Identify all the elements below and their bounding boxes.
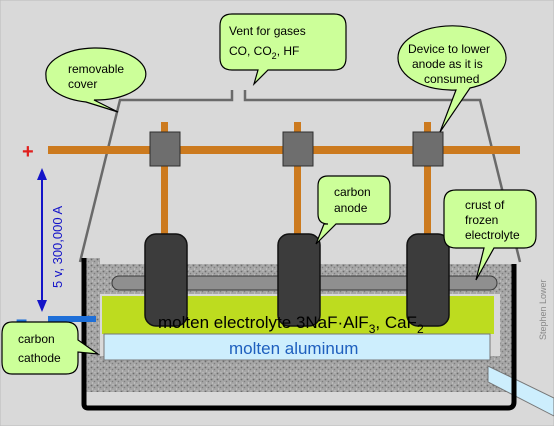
carbon-anode-block xyxy=(277,233,321,327)
electrolyte-label: molten electrolyte 3NaF·AlF3, CaF2 xyxy=(158,313,424,336)
device-line2: anode as it is xyxy=(412,57,483,71)
minus-sign: – xyxy=(16,309,27,331)
crust-line2: frozen xyxy=(465,213,498,227)
device-callout xyxy=(397,25,507,133)
crust-callout xyxy=(443,189,537,281)
removable-cover xyxy=(78,90,234,263)
carbon-cathode-line2: cathode xyxy=(18,351,61,365)
anode-rod xyxy=(424,122,431,240)
removable-cover-right xyxy=(243,90,522,263)
anode-rod xyxy=(161,122,168,240)
crust-line1: crust of xyxy=(465,198,505,212)
carbon-anode-line1: carbon xyxy=(334,185,371,199)
device-line1: Device to lower xyxy=(408,42,490,56)
lowering-clamp xyxy=(412,131,444,167)
lowering-clamp xyxy=(149,131,181,167)
removable-cover-callout xyxy=(45,47,147,113)
molten-aluminum xyxy=(103,333,491,361)
aluminum-label: molten aluminum xyxy=(229,339,358,358)
voltage-arrow-head-up xyxy=(37,168,47,180)
anode-rod xyxy=(294,122,301,240)
voltage-arrow-head-down xyxy=(37,300,47,312)
removable-cover-line1: removable xyxy=(68,62,124,76)
carbon-anode-line2: anode xyxy=(334,201,368,215)
crust-line3: electrolyte xyxy=(465,228,520,242)
cathode-lead xyxy=(48,316,96,322)
cell-shell xyxy=(81,258,517,411)
device-line3: consumed xyxy=(424,72,479,86)
carbon-anode-block xyxy=(406,233,450,327)
voltage-label: 5 v, 300,000 A xyxy=(50,206,65,288)
vent-callout-line1: Vent for gases xyxy=(229,24,306,38)
credit-text: Stephen Lower xyxy=(538,279,548,340)
carbon-cathode-callout xyxy=(1,321,101,375)
removable-cover-line2: cover xyxy=(68,77,97,91)
tap-spout xyxy=(487,365,554,417)
carbon-anode-block xyxy=(144,233,188,327)
carbon-anode-callout xyxy=(315,175,391,245)
lowering-clamp xyxy=(282,131,314,167)
carbon-cathode-line1: carbon xyxy=(18,332,55,346)
plus-sign: + xyxy=(22,141,34,163)
vent-callout-line2: CO, CO2, HF xyxy=(229,44,299,61)
vent-callout xyxy=(219,13,347,87)
